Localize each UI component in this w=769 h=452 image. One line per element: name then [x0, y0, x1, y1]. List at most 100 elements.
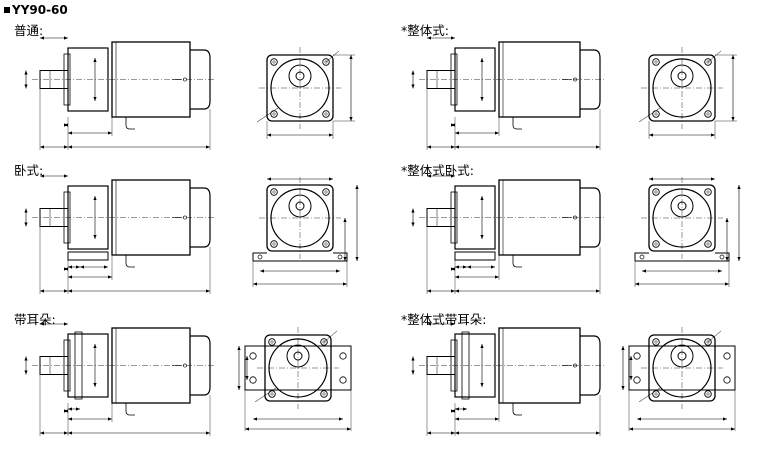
- mount-hole-core: [324, 190, 328, 194]
- arrow-head: [495, 417, 499, 421]
- arrow-head: [339, 417, 343, 421]
- mount-hole: [704, 390, 712, 398]
- arrow-head: [108, 131, 112, 135]
- arrow-head: [343, 282, 347, 286]
- mount-hole: [268, 338, 276, 346]
- section-label-with-ears: 带耳朵:: [14, 312, 56, 327]
- arrow-head: [642, 269, 646, 273]
- arrow-head: [40, 431, 44, 435]
- arrow-head: [451, 123, 455, 127]
- arrow-head: [495, 131, 499, 135]
- foot-hole: [639, 254, 645, 260]
- arrow-head: [80, 265, 84, 269]
- arrow-head: [343, 257, 347, 261]
- arrow-head: [253, 417, 257, 421]
- lead-wire: [125, 117, 135, 130]
- shaft-boss: [670, 344, 694, 368]
- arrow-head: [267, 133, 271, 137]
- base-feet: [252, 252, 348, 262]
- mount-hole: [270, 240, 278, 248]
- arrow-head: [411, 70, 415, 75]
- mount-hole-core: [706, 190, 710, 194]
- mount-hole: [704, 240, 712, 248]
- arrow-head: [76, 407, 80, 411]
- arrow-head: [463, 265, 467, 269]
- mount-hole: [322, 188, 330, 196]
- arrow-head: [355, 185, 359, 189]
- mount-hole-core: [324, 60, 328, 64]
- arrow-head: [260, 269, 264, 273]
- arrow-head: [455, 289, 459, 293]
- arrow-head: [629, 376, 633, 380]
- arrow-head: [329, 177, 333, 181]
- mount-hole-core: [654, 340, 658, 344]
- arrow-head: [491, 265, 495, 269]
- arrow-head: [336, 269, 340, 273]
- section-label-horizontal: 卧式:: [14, 163, 44, 178]
- arrow-head: [64, 267, 68, 271]
- mount-hole-core: [654, 60, 658, 64]
- arrow-head: [64, 431, 68, 435]
- arrow-head: [347, 427, 351, 431]
- arrow-head: [725, 282, 729, 286]
- arrow-head: [480, 344, 484, 348]
- mount-hole: [270, 58, 278, 66]
- ear-hole: [633, 376, 641, 384]
- arrow-head: [40, 289, 44, 293]
- bullet-square: [4, 7, 10, 13]
- lead-wire: [512, 403, 522, 416]
- arrow-head: [427, 36, 431, 40]
- mount-hole-core: [706, 392, 710, 396]
- arrow-head: [480, 58, 484, 62]
- ear-hole: [723, 376, 731, 384]
- mount-hole-core: [270, 392, 274, 396]
- leader-line: [707, 330, 722, 343]
- model-title: YY90-60: [4, 3, 68, 17]
- arrow-head: [76, 265, 80, 269]
- base-feet: [634, 252, 730, 262]
- ear-hole: [249, 376, 257, 384]
- shaft-boss: [670, 64, 694, 88]
- arrow-head: [93, 58, 97, 62]
- arrow-head: [64, 289, 68, 293]
- arrow-head: [24, 370, 28, 375]
- arrow-head: [596, 289, 600, 293]
- arrow-head: [463, 407, 467, 411]
- arrow-head: [451, 267, 455, 271]
- arrow-head: [621, 386, 625, 390]
- arrow-head: [24, 208, 28, 213]
- ear-hole: [249, 352, 257, 360]
- arrow-head: [451, 322, 455, 326]
- arrow-head: [629, 356, 633, 360]
- arrow-head: [267, 177, 271, 181]
- foot-hole: [337, 254, 343, 260]
- arrow-head: [411, 222, 415, 227]
- arrow-head: [451, 289, 455, 293]
- mount-hole-core: [270, 340, 274, 344]
- arrow-head: [24, 356, 28, 361]
- model-title-text: YY90-60: [12, 3, 68, 17]
- mount-hole-core: [654, 242, 658, 246]
- mount-hole-core: [322, 392, 326, 396]
- arrow-head: [495, 275, 499, 279]
- lead-wire: [512, 117, 522, 130]
- section-label-standard: 普通:: [14, 23, 44, 38]
- arrow-head: [411, 356, 415, 361]
- arrow-head: [596, 431, 600, 435]
- mount-hole: [322, 240, 330, 248]
- mount-hole-core: [272, 190, 276, 194]
- arrow-head: [725, 218, 729, 222]
- lead-wire: [125, 255, 135, 268]
- arrow-head: [329, 133, 333, 137]
- arrow-head: [245, 376, 249, 380]
- arrow-head: [629, 427, 633, 431]
- ear-hole: [633, 352, 641, 360]
- arrow-head: [108, 417, 112, 421]
- arrow-head: [467, 265, 471, 269]
- arrow-head: [725, 257, 729, 261]
- arrow-head: [649, 133, 653, 137]
- leader-line: [254, 387, 277, 403]
- arrow-head: [206, 431, 210, 435]
- mount-hole: [322, 58, 330, 66]
- leader-line: [707, 50, 722, 63]
